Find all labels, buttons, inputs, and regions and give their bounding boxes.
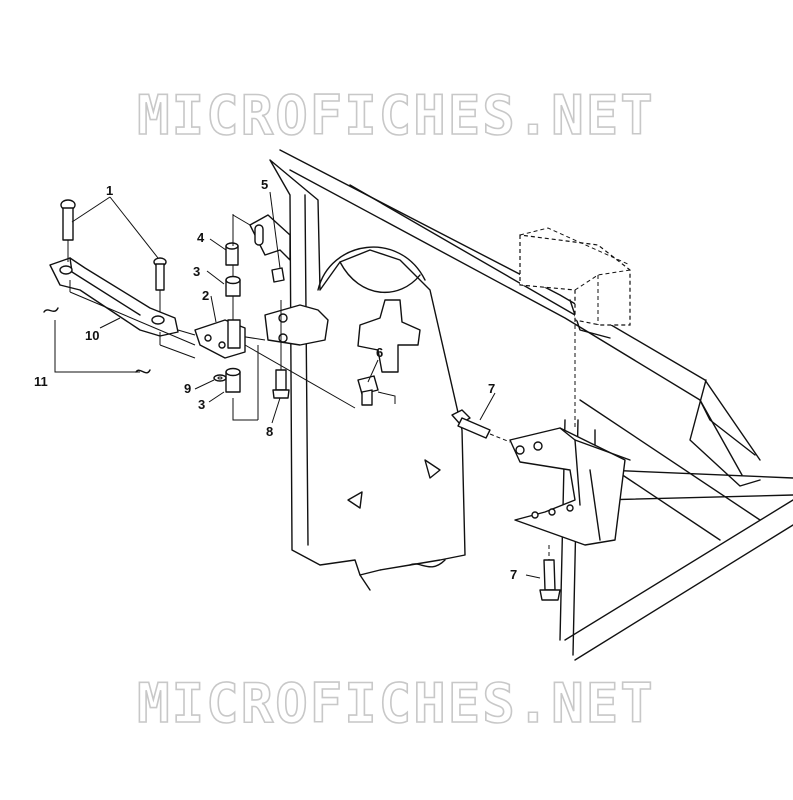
callout-3-lower: 3 xyxy=(198,397,205,412)
callout-1: 1 xyxy=(106,183,113,198)
explosion-lines-center xyxy=(232,214,356,421)
bolt-7-lower xyxy=(539,545,561,601)
bracket-2 xyxy=(194,319,246,359)
callout-3-upper: 3 xyxy=(193,264,200,279)
spacer-4 xyxy=(225,242,239,266)
callout-10: 10 xyxy=(85,328,99,343)
callout-labels: 1 2 3 3 4 5 6 7 7 8 9 10 11 xyxy=(34,177,517,582)
callout-7-lower: 7 xyxy=(510,567,517,582)
frame-pillar xyxy=(269,159,466,591)
bolt-7-upper xyxy=(451,409,511,443)
callout-2: 2 xyxy=(202,288,209,303)
leader-lines xyxy=(54,191,541,579)
explosion-lines-left xyxy=(67,240,196,359)
callout-11: 11 xyxy=(34,374,48,389)
clevis-pin-1-right xyxy=(153,257,167,291)
watermark-top: MICROFICHES.NET xyxy=(137,84,655,147)
callout-9: 9 xyxy=(184,381,191,396)
callout-8: 8 xyxy=(266,424,273,439)
cotter-clips-11 xyxy=(43,307,151,374)
link-rod-10 xyxy=(49,257,179,345)
bolt-6 xyxy=(357,375,396,406)
watermark-bottom: MICROFICHES.NET xyxy=(137,672,655,735)
spacer-3-upper xyxy=(225,275,241,297)
spacer-3-lower xyxy=(225,367,241,393)
callout-7-upper: 7 xyxy=(488,381,495,396)
hidden-housing xyxy=(519,227,631,430)
mount-bracket xyxy=(509,427,631,546)
clevis-pin-1-left xyxy=(60,199,76,241)
bolt-8 xyxy=(272,369,290,399)
washer-9 xyxy=(213,374,227,382)
callout-6: 6 xyxy=(376,345,383,360)
callout-4: 4 xyxy=(197,230,205,245)
callout-5: 5 xyxy=(261,177,268,192)
